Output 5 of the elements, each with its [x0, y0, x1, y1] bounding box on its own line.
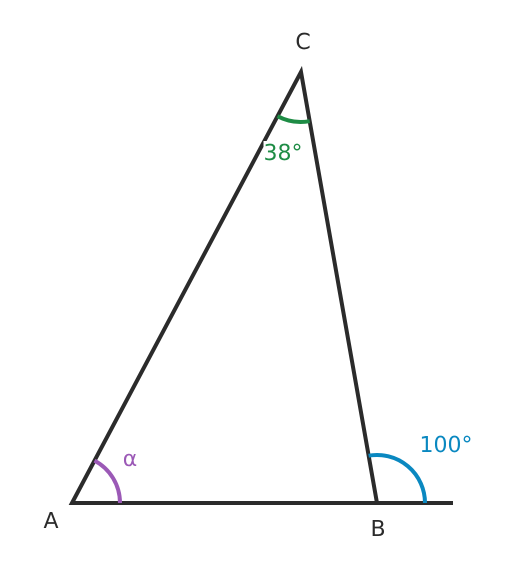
angle-label: α — [122, 447, 138, 473]
vertex-label: A — [43, 509, 59, 535]
vertex-label: B — [370, 517, 386, 543]
vertex-label: C — [295, 30, 311, 56]
angle-label: 100° — [420, 433, 472, 459]
